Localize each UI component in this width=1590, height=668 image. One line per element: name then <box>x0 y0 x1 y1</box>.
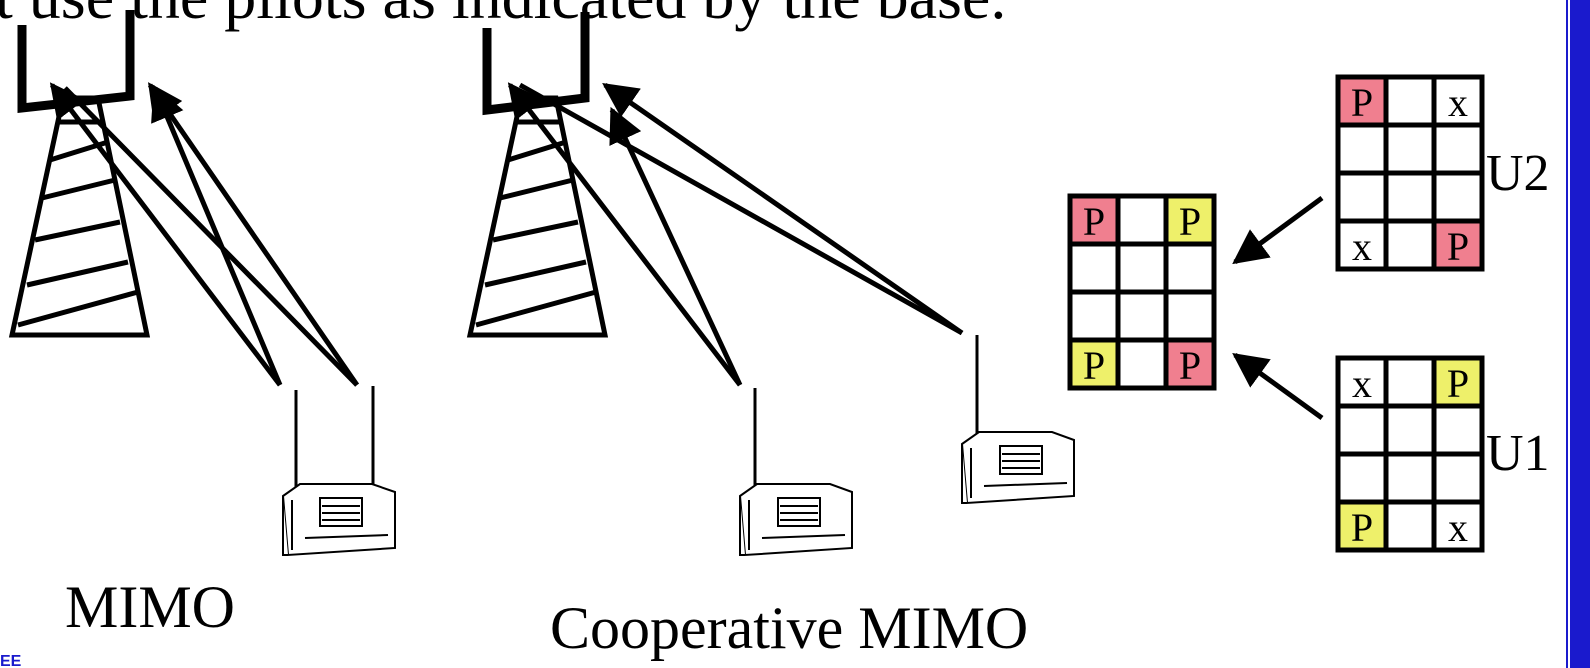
coop-link-arrows <box>507 82 964 387</box>
grid-cell <box>1335 218 1389 272</box>
grid-cell <box>1383 218 1437 272</box>
grid-cell <box>1067 289 1121 343</box>
grid-cell <box>1431 170 1485 224</box>
grid-cell <box>1163 289 1217 343</box>
grid-cell <box>1431 218 1485 272</box>
blank-marker: x <box>1352 361 1372 406</box>
grid-cell <box>1067 241 1121 295</box>
grid-cell <box>1163 241 1217 295</box>
base-station-tower-mimo <box>8 10 151 338</box>
grid-cell <box>1335 451 1389 505</box>
slide-accent-line <box>1566 0 1568 668</box>
slide-accent-bar <box>1570 0 1590 668</box>
grid-cell <box>1383 499 1437 553</box>
pilot-marker: P <box>1179 199 1201 244</box>
grid-cell <box>1431 403 1485 457</box>
grid-cell <box>1115 193 1169 247</box>
grid-merge-arrows <box>1232 195 1324 421</box>
grid-cell <box>1115 289 1169 343</box>
pilot-marker: P <box>1447 224 1469 269</box>
mobile-terminal-coop-2 <box>960 335 1075 505</box>
u2-label: U2 <box>1486 145 1550 202</box>
blank-marker: x <box>1448 505 1468 550</box>
grid-cell <box>1163 337 1217 391</box>
mobile-terminal-mimo <box>281 386 396 557</box>
grid-cell <box>1383 355 1437 409</box>
pilot-marker: P <box>1179 343 1201 388</box>
mimo-link-arrows <box>49 82 360 387</box>
blank-marker: x <box>1352 224 1372 269</box>
grid-cell <box>1067 337 1121 391</box>
grid-cell <box>1383 170 1437 224</box>
pilot-marker: P <box>1447 361 1469 406</box>
base-station-tower-coop <box>466 12 609 338</box>
grid-cell <box>1115 337 1169 391</box>
grid-cell <box>1431 122 1485 176</box>
mimo-label: MIMO <box>65 574 235 640</box>
u1-label: U1 <box>1486 425 1550 482</box>
blank-marker: x <box>1448 80 1468 125</box>
pilot-marker: P <box>1351 505 1373 550</box>
pilot-grid-combined: P P P P <box>1067 193 1217 391</box>
grid-cell <box>1431 451 1485 505</box>
pilot-marker: P <box>1351 80 1373 125</box>
logo-fragment: EE <box>0 653 22 668</box>
mobile-terminal-coop-1 <box>738 388 853 557</box>
grid-cell <box>1335 403 1389 457</box>
grid-cell <box>1383 74 1437 128</box>
slide-top-text: t use the pilots as indicated by the bas… <box>0 0 1006 32</box>
grid-cell <box>1163 193 1217 247</box>
grid-cell <box>1383 451 1437 505</box>
pilot-marker: P <box>1083 199 1105 244</box>
grid-cell <box>1383 122 1437 176</box>
cooperative-mimo-label: Cooperative MIMO <box>550 595 1028 661</box>
grid-cell <box>1431 499 1485 553</box>
grid-cell <box>1335 170 1389 224</box>
grid-cell <box>1115 241 1169 295</box>
grid-cell <box>1383 403 1437 457</box>
pilot-marker: P <box>1083 343 1105 388</box>
grid-cell <box>1335 122 1389 176</box>
